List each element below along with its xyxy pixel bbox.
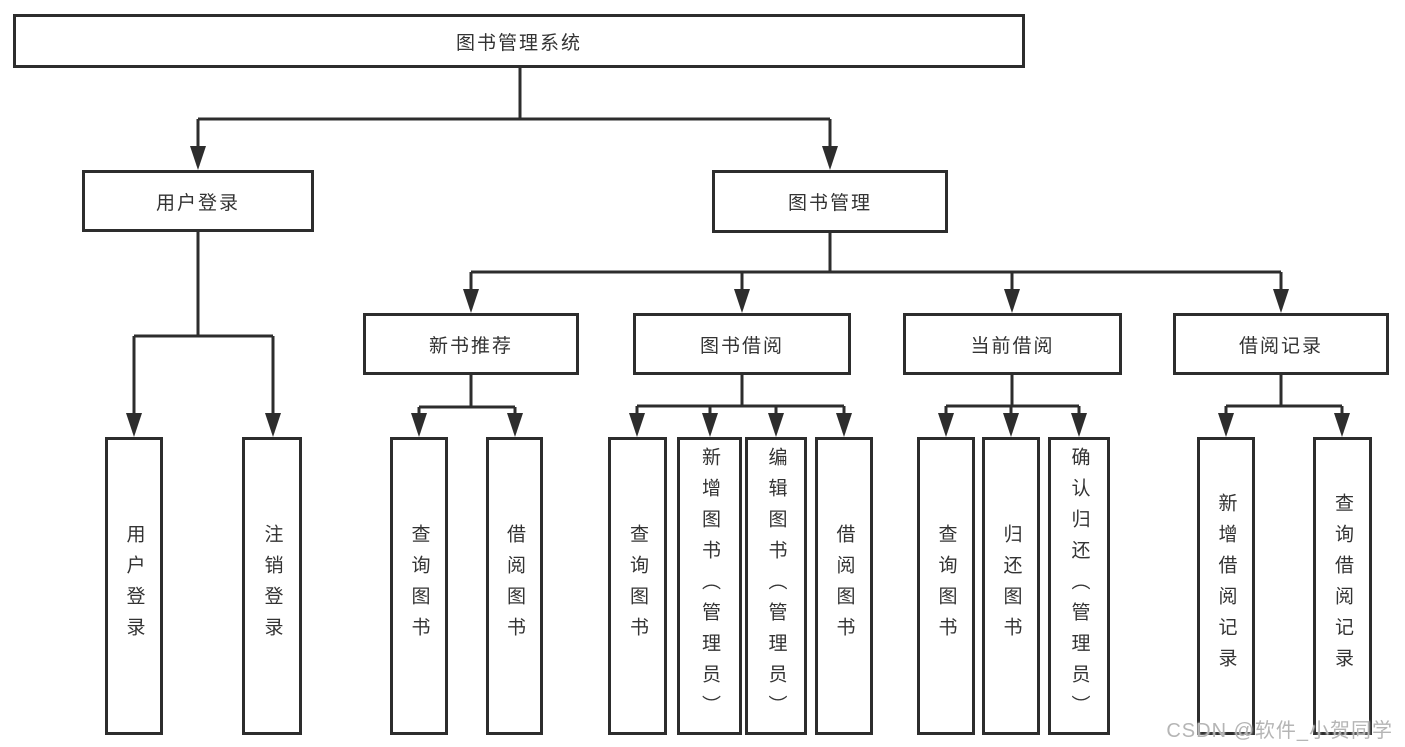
node-borrowing-records: 借阅记录 xyxy=(1173,313,1389,375)
node-label: 借阅图书 xyxy=(504,524,525,648)
leaf-return-books: 归还图书 xyxy=(982,437,1040,735)
node-label: 图书管理系统 xyxy=(455,32,582,54)
node-label: 当前借阅 xyxy=(970,335,1055,357)
node-label: 查询借阅记录 xyxy=(1332,493,1353,679)
node-label: 新书推荐 xyxy=(428,335,513,357)
node-label: 编辑图书（管理员） xyxy=(765,446,787,726)
node-label: 新增借阅记录 xyxy=(1215,493,1237,679)
arrowheads xyxy=(126,146,1350,437)
node-label: 用户登录 xyxy=(123,524,145,648)
node-label: 借阅图书 xyxy=(833,524,855,648)
leaf-query-books-1: 查询图书 xyxy=(390,437,448,735)
csdn-watermark: CSDN @软件_小贺同学 xyxy=(1166,720,1393,742)
leaf-query-books-3: 查询图书 xyxy=(917,437,975,735)
leaf-logout: 注销登录 xyxy=(242,437,302,735)
node-book-borrowing: 图书借阅 xyxy=(633,313,851,375)
node-label: 查询图书 xyxy=(627,524,648,648)
node-label: 归还图书 xyxy=(1000,524,1022,648)
node-label: 借阅记录 xyxy=(1238,335,1323,357)
leaf-borrow-books-2: 借阅图书 xyxy=(815,437,873,735)
node-user-login: 用户登录 xyxy=(82,170,314,232)
leaf-borrow-books-1: 借阅图书 xyxy=(486,437,543,735)
node-label: 新增图书（管理员） xyxy=(699,446,720,726)
node-label: 用户登录 xyxy=(155,192,240,214)
node-label: 图书借阅 xyxy=(699,335,784,357)
node-library-management-system: 图书管理系统 xyxy=(13,14,1025,68)
leaf-confirm-return-admin: 确认归还（管理员） xyxy=(1048,437,1110,735)
leaf-edit-books-admin: 编辑图书（管理员） xyxy=(745,437,807,735)
leaf-query-books-2: 查询图书 xyxy=(608,437,667,735)
leaf-add-borrow-record: 新增借阅记录 xyxy=(1197,437,1255,735)
leaf-query-borrow-record: 查询借阅记录 xyxy=(1313,437,1372,735)
node-label: 查询图书 xyxy=(935,524,957,648)
leaf-add-books-admin: 新增图书（管理员） xyxy=(677,437,742,735)
node-current-borrowing: 当前借阅 xyxy=(903,313,1122,375)
node-book-management: 图书管理 xyxy=(712,170,948,233)
leaf-user-login: 用户登录 xyxy=(105,437,163,735)
node-label: 图书管理 xyxy=(787,193,872,214)
node-new-book-recommend: 新书推荐 xyxy=(363,313,579,375)
node-label: 查询图书 xyxy=(408,524,430,648)
node-label: 确认归还（管理员） xyxy=(1068,446,1090,726)
node-label: 注销登录 xyxy=(261,524,283,648)
